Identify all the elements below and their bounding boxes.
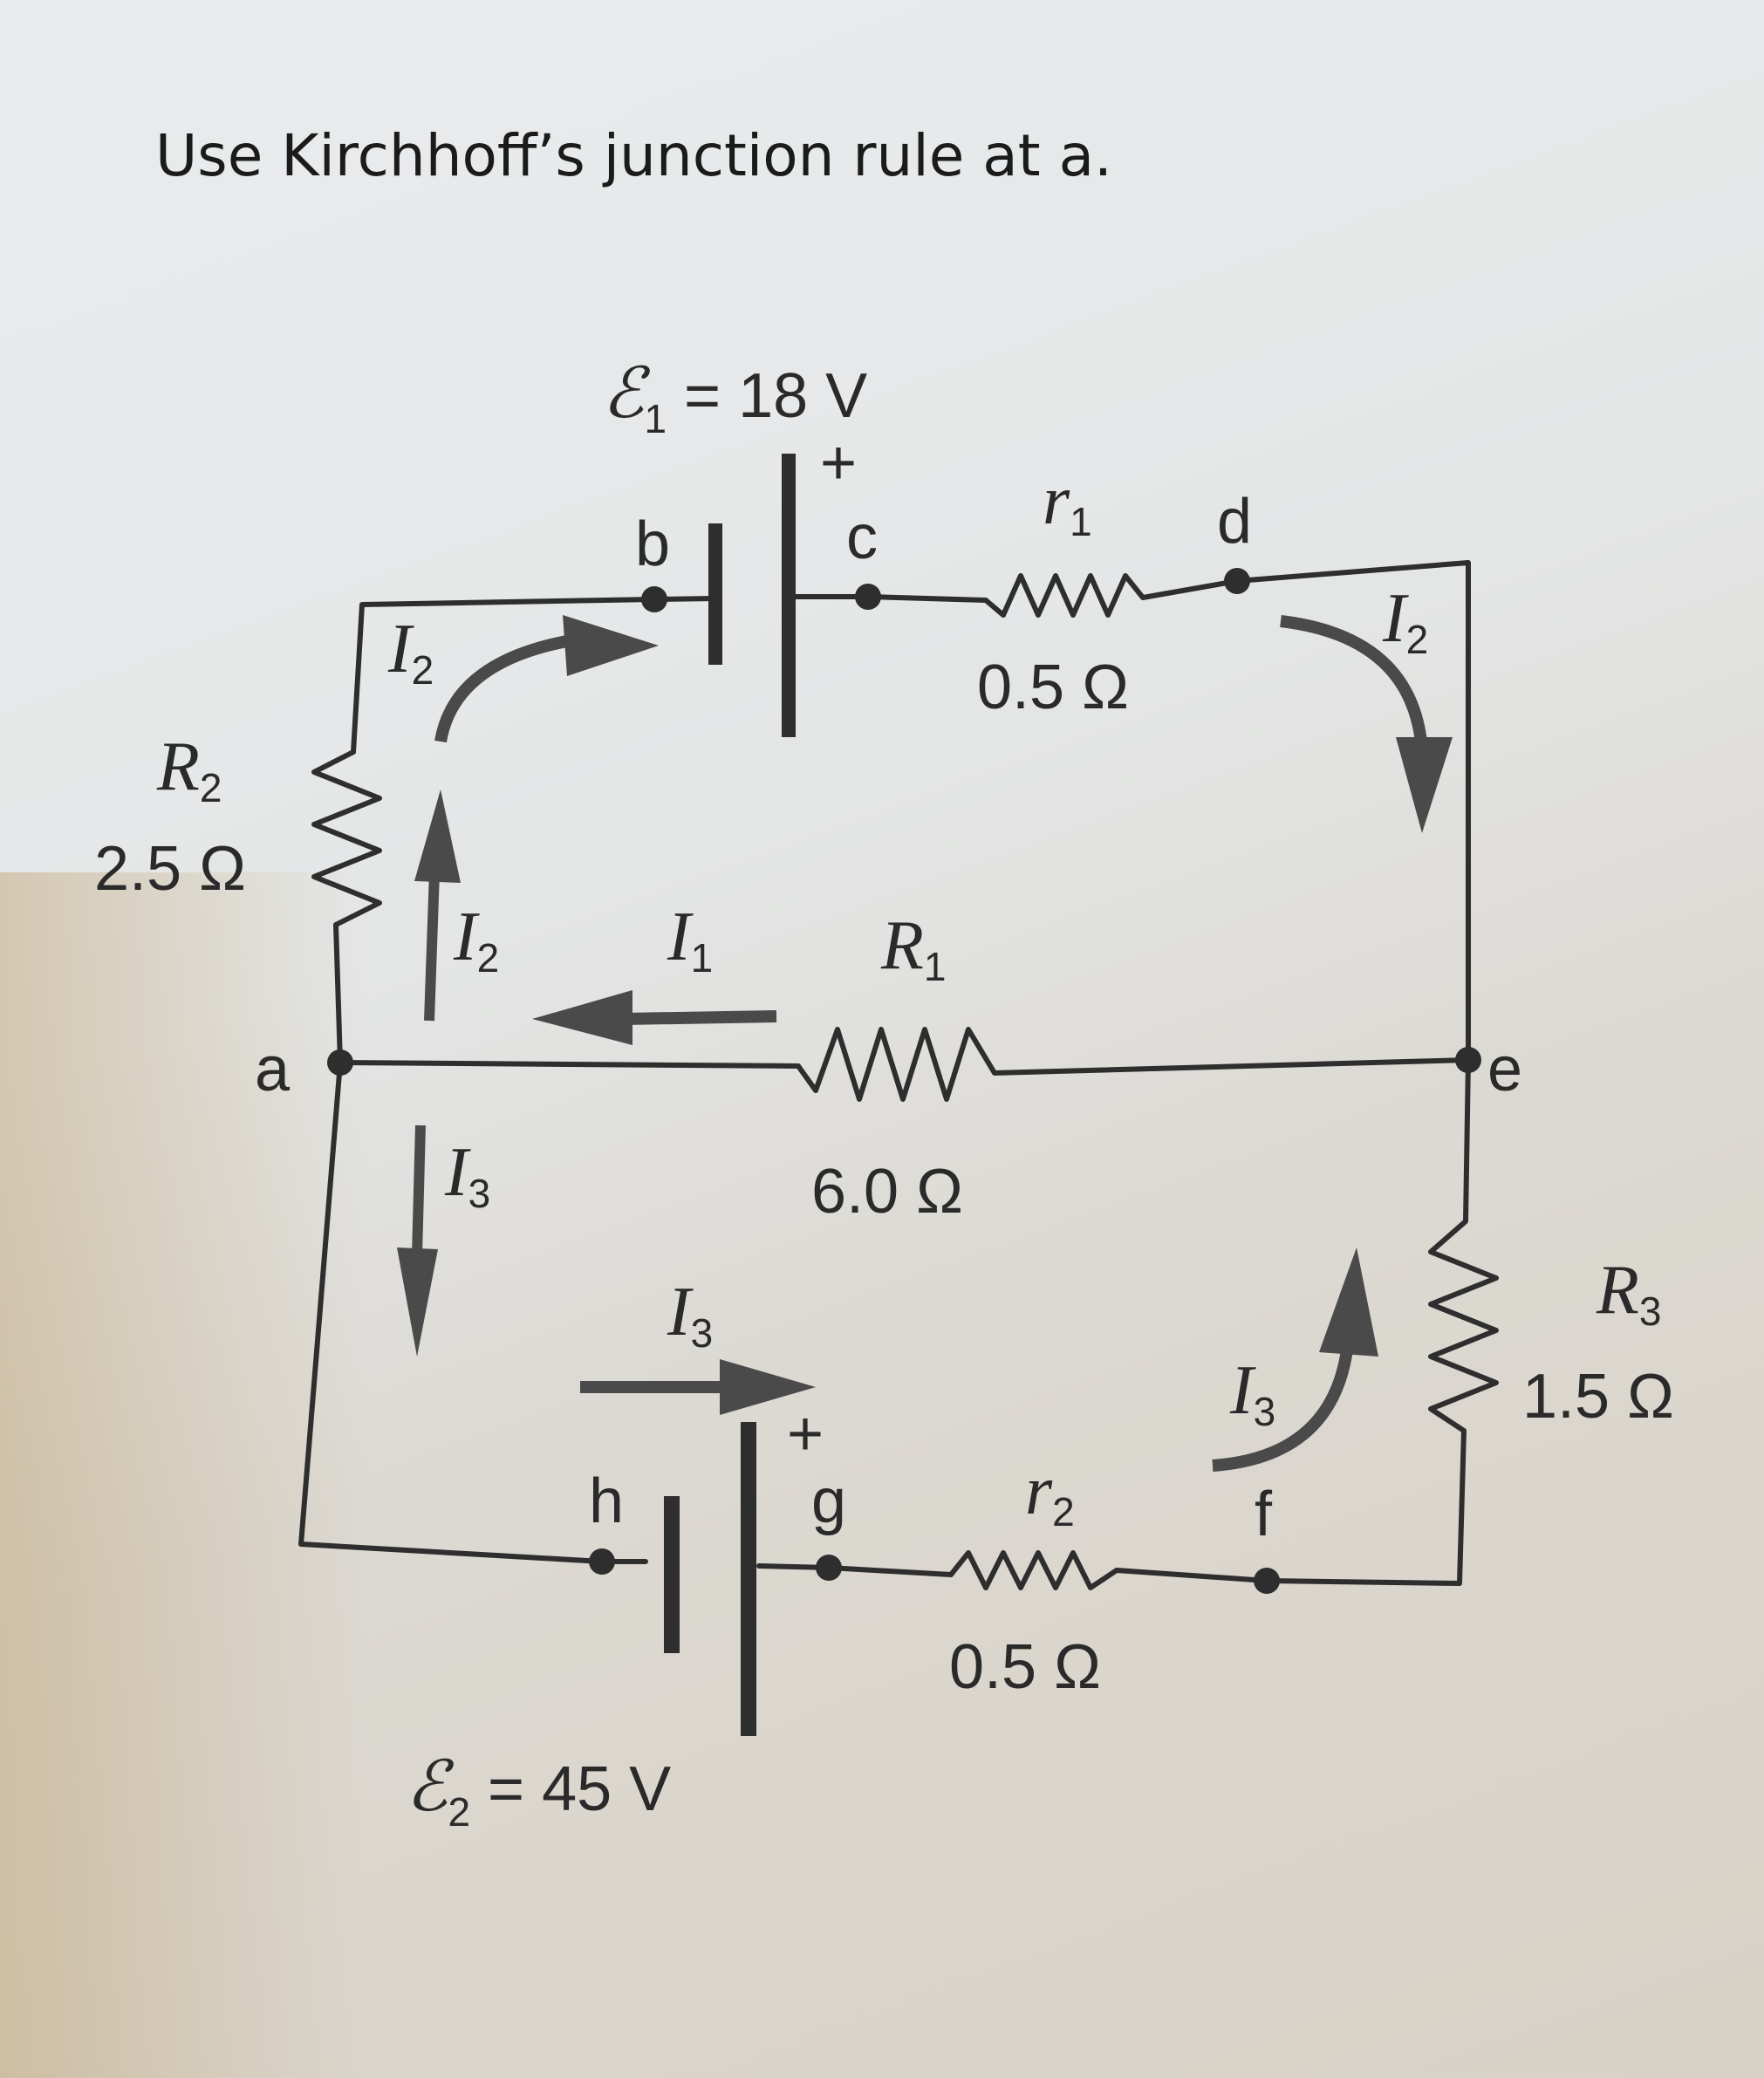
node-d-label: d: [1217, 487, 1252, 557]
emf2-plus-sign: +: [787, 1399, 824, 1469]
current-arrowhead-I3-curve: [1319, 1247, 1378, 1357]
wire-a-to-h: [298, 1060, 648, 1564]
emf1-label: ℰ1 = 18 V: [602, 356, 867, 441]
I2-label-top-left: I2: [387, 611, 434, 693]
R3-symbol: R: [1596, 1252, 1639, 1329]
node-g-label: g: [811, 1466, 846, 1536]
node-f-label: f: [1255, 1480, 1273, 1549]
current-arrow-I1: [623, 1010, 777, 1025]
resistor-R1: [796, 1027, 1471, 1102]
resistor-R3: [1428, 1057, 1499, 1433]
emf2-value: = 45 V: [470, 1754, 671, 1824]
R2-symbol-label: R2: [156, 728, 222, 810]
wire-d-to-e: [1234, 560, 1471, 1063]
current-arrow-I3-down: [412, 1124, 426, 1257]
emf2-symbol: ℰ: [406, 1749, 455, 1826]
current-arrowhead-I2-top: [563, 615, 659, 676]
r2-symbol: r: [1025, 1453, 1053, 1529]
current-arrowhead-I3-right: [720, 1359, 816, 1415]
wire-a-to-R1: [338, 1060, 801, 1069]
R2-subscript: 2: [200, 765, 222, 810]
R1-subscript: 1: [924, 944, 947, 989]
node-c-label: c: [846, 502, 878, 572]
current-arrowhead-I2-right: [1396, 737, 1453, 833]
current-arrowhead-I1: [532, 990, 632, 1045]
I1-subscript: 1: [691, 935, 714, 981]
R3-value: 1.5 Ω: [1522, 1362, 1674, 1432]
I3-subscript: 3: [691, 1310, 714, 1356]
R1-value: 6.0 Ω: [811, 1157, 963, 1227]
emf1-value: = 18 V: [667, 361, 867, 431]
wire-c-to-d: [791, 594, 988, 603]
r2-value: 0.5 Ω: [949, 1632, 1101, 1702]
I1-symbol: I: [667, 899, 694, 975]
current-arrow-I2-right: [1280, 615, 1428, 751]
emf2-label: ℰ2 = 45 V: [406, 1749, 671, 1835]
I3-label-right: I3: [1229, 1352, 1275, 1434]
current-arrow-I3-curve: [1212, 1343, 1354, 1472]
wire-g-to-r2: [756, 1563, 954, 1577]
I1-label: I1: [667, 899, 713, 981]
R3-symbol-label: R3: [1596, 1252, 1661, 1334]
r1-symbol-label: r1: [1043, 462, 1092, 544]
I3-subscript: 3: [1254, 1389, 1276, 1434]
I2-subscript: 2: [1406, 617, 1429, 662]
resistor-r1: [983, 573, 1240, 618]
node-a-label: a: [255, 1035, 291, 1104]
node-d-dot: [1224, 568, 1250, 594]
I3-symbol: I: [667, 1274, 694, 1350]
I2-subscript: 2: [477, 935, 500, 981]
emf1-subscript: 1: [644, 396, 667, 441]
node-b-label: b: [635, 509, 670, 579]
R3-subscript: 3: [1639, 1288, 1662, 1334]
node-c-dot: [855, 584, 881, 610]
node-e-label: e: [1487, 1035, 1522, 1104]
resistor-r2: [948, 1550, 1269, 1590]
current-arrowhead-I3-down: [397, 1247, 438, 1357]
I3-label-left: I3: [444, 1134, 490, 1216]
node-b-dot: [641, 586, 667, 612]
node-e-dot: [1455, 1047, 1481, 1073]
emf2-subscript: 2: [448, 1789, 470, 1835]
r1-value: 0.5 Ω: [977, 653, 1129, 722]
r1-symbol: r: [1043, 462, 1070, 539]
wire-f-to-R3: [1264, 1428, 1467, 1586]
r2-symbol-label: r2: [1025, 1453, 1075, 1535]
I3-symbol: I: [444, 1134, 471, 1211]
current-arrow-I2-curve: [434, 635, 569, 743]
current-arrowhead-I2-up: [414, 790, 461, 883]
node-a-dot: [327, 1049, 353, 1076]
I3-subscript: 3: [468, 1171, 491, 1216]
I2-symbol: I: [1382, 580, 1409, 657]
r2-subscript: 2: [1052, 1489, 1075, 1535]
I3-label-bottom: I3: [667, 1274, 713, 1356]
emf1-symbol: ℰ: [602, 356, 651, 433]
question-prompt: Use Kirchhoff’s junction rule at a.: [155, 122, 1113, 189]
I2-symbol: I: [453, 899, 480, 975]
R2-symbol: R: [156, 728, 200, 805]
emf1-plus-sign: +: [820, 428, 857, 498]
node-f-dot: [1254, 1568, 1280, 1594]
r1-subscript: 1: [1070, 499, 1092, 544]
wire-a-to-b: [351, 597, 657, 755]
R1-symbol: R: [880, 907, 924, 984]
I3-symbol: I: [1229, 1352, 1256, 1429]
I2-subscript: 2: [412, 647, 434, 693]
resistor-R2: [311, 749, 382, 1065]
node-h-label: h: [589, 1466, 624, 1536]
R1-symbol-label: R1: [880, 907, 946, 989]
I2-label-right: I2: [1382, 580, 1428, 662]
I2-label-left: I2: [453, 899, 499, 981]
I2-symbol: I: [387, 611, 414, 687]
node-g-dot: [816, 1555, 842, 1581]
current-arrow-I2-up: [424, 872, 440, 1022]
R2-value: 2.5 Ω: [94, 834, 246, 904]
node-h-dot: [589, 1548, 615, 1575]
